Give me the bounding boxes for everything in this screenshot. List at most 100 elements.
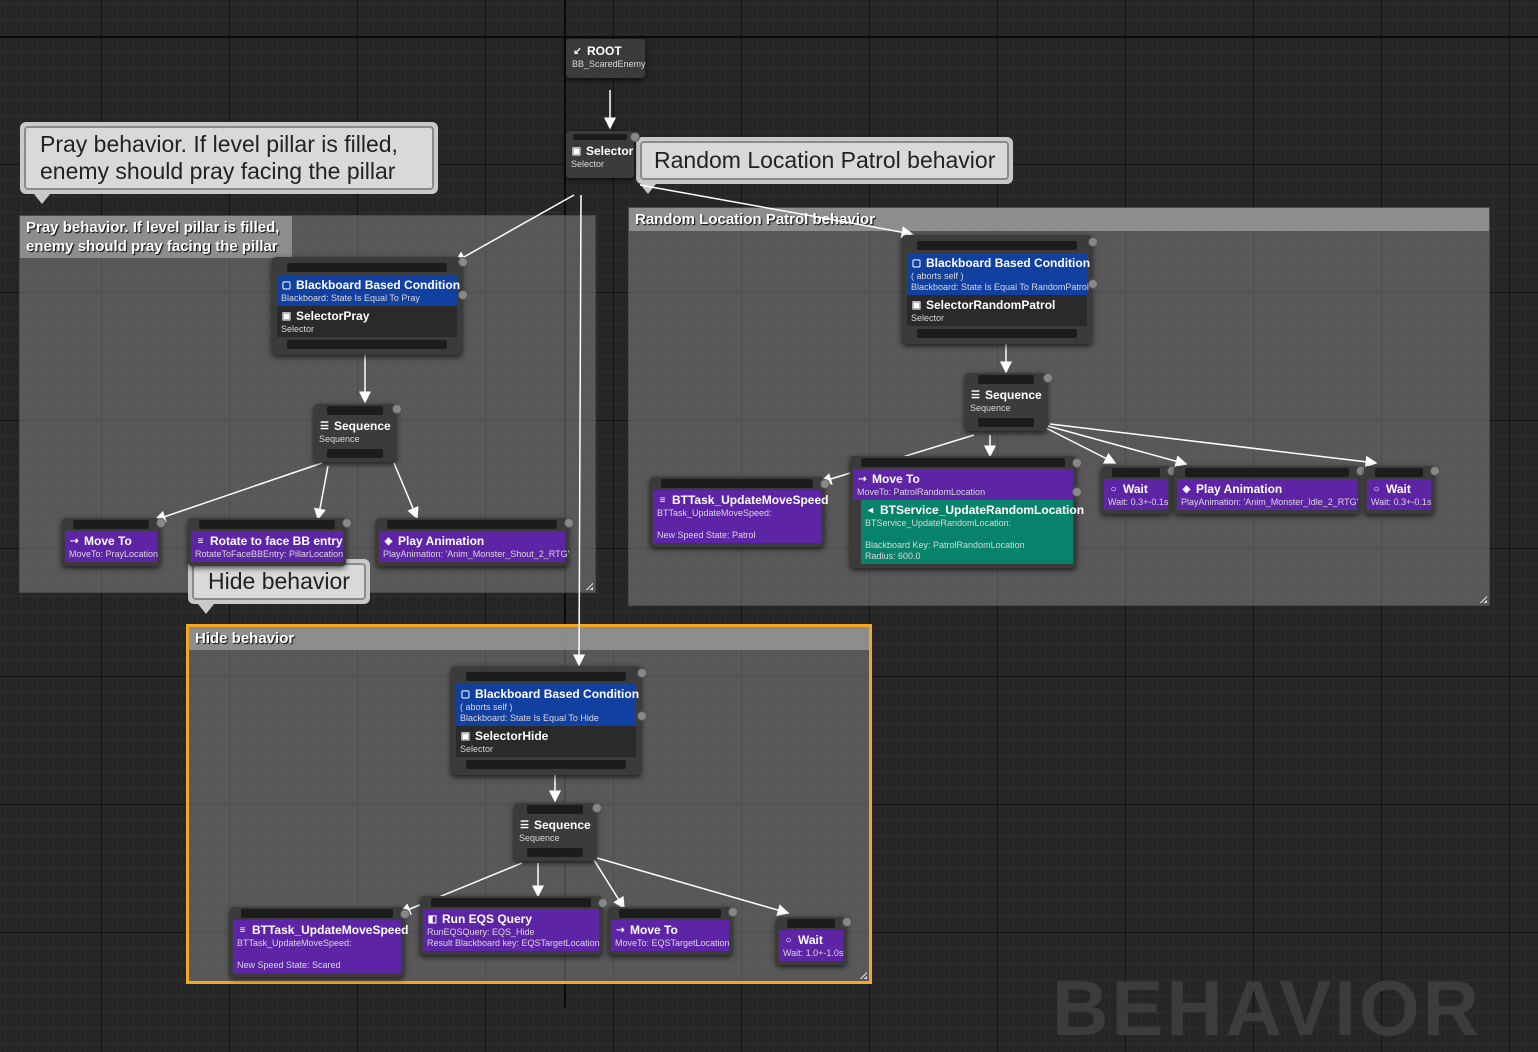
bubble-tail xyxy=(34,194,50,204)
decorator-blackboard-condition[interactable]: ▢Blackboard Based Condition ( aborts sel… xyxy=(907,253,1090,295)
task-wait[interactable]: ○Wait Wait: 1.0+-1.0s xyxy=(779,930,843,961)
composite-selector[interactable]: ▣SelectorPray Selector xyxy=(277,306,457,337)
comment-title-hide[interactable]: Hide behavior xyxy=(189,627,869,650)
selector-node[interactable]: ▣Selector Selector xyxy=(566,131,640,178)
grid-axis-horizontal xyxy=(0,36,1538,38)
output-pin[interactable] xyxy=(527,848,583,857)
task-title: Run EQS Query xyxy=(442,912,533,926)
comment-bubble-patrol[interactable]: Random Location Patrol behavior xyxy=(636,137,1014,194)
comment-title-patrol[interactable]: Random Location Patrol behavior xyxy=(629,208,1489,231)
composite-subtitle: Selector xyxy=(281,324,315,334)
root-icon: ↙ xyxy=(573,46,582,57)
input-pin[interactable] xyxy=(1112,468,1160,477)
task-moveto[interactable]: ⇢Move To MoveTo: PrayLocation xyxy=(65,531,159,562)
task-update-move-speed[interactable]: ≡BTTask_UpdateMoveSpeed BTTask_UpdateMov… xyxy=(233,920,409,973)
pray-moveto-node[interactable]: ⇢Move To MoveTo: PrayLocation xyxy=(62,518,166,566)
patrol-wait2-node[interactable]: ○Wait Wait: 0.3+-0.1s xyxy=(1364,466,1440,514)
patrol-wait1-node[interactable]: ○Wait Wait: 0.3+-0.1s xyxy=(1101,466,1177,514)
decorator-subtitle: Blackboard: State Is Equal To Pray xyxy=(281,293,420,303)
task-update-move-speed[interactable]: ≡BTTask_UpdateMoveSpeed BTTask_UpdateMov… xyxy=(653,490,829,543)
input-pin[interactable] xyxy=(466,672,626,681)
input-pin[interactable] xyxy=(1185,468,1349,477)
resize-handle[interactable] xyxy=(585,582,593,590)
hide-selector-node[interactable]: ▢Blackboard Based Condition ( aborts sel… xyxy=(451,666,647,775)
resize-handle[interactable] xyxy=(1479,595,1487,603)
hide-moveto-node[interactable]: ⇢Move To MoveTo: EQSTargetLocation xyxy=(608,907,738,955)
task-play-animation[interactable]: ◈Play Animation PlayAnimation: 'Anim_Mon… xyxy=(1177,479,1358,510)
input-pin[interactable] xyxy=(787,919,835,928)
selector-block: ▣Selector Selector xyxy=(569,142,633,172)
composite-subtitle: Selector xyxy=(911,313,945,323)
task-play-animation[interactable]: ◈Play Animation PlayAnimation: 'Anim_Mon… xyxy=(379,531,569,562)
composite-title: SelectorRandomPatrol xyxy=(926,298,1056,312)
output-pin[interactable] xyxy=(978,418,1034,427)
root-node[interactable]: ↙ROOT BB_ScaredEnemy xyxy=(566,39,646,78)
decorator-icon: ▢ xyxy=(281,280,292,291)
sequence-icon: ☰ xyxy=(320,421,329,432)
composite-selector[interactable]: ▣SelectorHide Selector xyxy=(456,726,636,757)
output-pin[interactable] xyxy=(917,329,1077,338)
comment-title-pray[interactable]: Pray behavior. If level pillar is filled… xyxy=(20,216,292,258)
input-pin[interactable] xyxy=(431,898,591,907)
pray-sequence-node[interactable]: ☰Sequence Sequence xyxy=(314,404,402,462)
input-pin[interactable] xyxy=(387,520,557,529)
input-pin[interactable] xyxy=(73,520,149,529)
pray-anim-node[interactable]: ◈Play Animation PlayAnimation: 'Anim_Mon… xyxy=(376,518,574,566)
task-wait[interactable]: ○Wait Wait: 0.3+-0.1s xyxy=(1367,479,1431,510)
output-pin[interactable] xyxy=(287,340,447,349)
task-wait[interactable]: ○Wait Wait: 0.3+-0.1s xyxy=(1104,479,1168,510)
patrol-anim-node[interactable]: ◈Play Animation PlayAnimation: 'Anim_Mon… xyxy=(1174,466,1366,514)
pray-selector-node[interactable]: ▢Blackboard Based Condition Blackboard: … xyxy=(272,257,468,355)
task-moveto[interactable]: ⇢Move To MoveTo: PatrolRandomLocation xyxy=(853,469,1073,500)
input-pin[interactable] xyxy=(619,909,721,918)
hide-speed-node[interactable]: ≡BTTask_UpdateMoveSpeed BTTask_UpdateMov… xyxy=(230,907,410,977)
input-pin[interactable] xyxy=(661,479,813,488)
composite-selector[interactable]: ▣SelectorRandomPatrol Selector xyxy=(907,295,1087,326)
task-subtitle: MoveTo: EQSTargetLocation xyxy=(615,938,730,948)
node-index-badge xyxy=(637,711,647,721)
input-pin[interactable] xyxy=(573,134,627,140)
comment-bubble-hide[interactable]: Hide behavior xyxy=(188,559,370,614)
service-update-random-location[interactable]: ◂BTService_UpdateRandomLocation BTServic… xyxy=(861,500,1084,564)
input-pin[interactable] xyxy=(978,375,1034,384)
input-pin[interactable] xyxy=(327,406,383,415)
patrol-selector-node[interactable]: ▢Blackboard Based Condition ( aborts sel… xyxy=(902,235,1098,344)
decorator-blackboard-condition[interactable]: ▢Blackboard Based Condition ( aborts sel… xyxy=(456,684,639,726)
hide-sequence-node[interactable]: ☰Sequence Sequence xyxy=(514,803,602,861)
input-pin[interactable] xyxy=(287,263,447,272)
task-moveto[interactable]: ⇢Move To MoveTo: EQSTargetLocation xyxy=(611,920,730,951)
decorator-blackboard-condition[interactable]: ▢Blackboard Based Condition Blackboard: … xyxy=(277,275,460,306)
input-pin[interactable] xyxy=(241,909,393,918)
comment-bubble-pray[interactable]: Pray behavior. If level pillar is filled… xyxy=(20,122,438,204)
sequence-title: Sequence xyxy=(534,818,591,832)
selector-icon: ▣ xyxy=(281,311,292,322)
hide-eqs-node[interactable]: ◧Run EQS Query RunEQSQuery: EQS_Hide Res… xyxy=(420,896,608,955)
sequence-subtitle: Sequence xyxy=(970,403,1011,413)
animation-icon: ◈ xyxy=(384,536,393,547)
task-rotate[interactable]: ≡Rotate to face BB entry RotateToFaceBBE… xyxy=(191,531,343,562)
service-title: BTService_UpdateRandomLocation xyxy=(880,503,1085,517)
task-subtitle: BTTask_UpdateMoveSpeed: xyxy=(657,508,772,518)
task-subtitle: MoveTo: PrayLocation xyxy=(69,549,159,559)
patrol-speed-node[interactable]: ≡BTTask_UpdateMoveSpeed BTTask_UpdateMov… xyxy=(650,477,830,547)
task-detail: Result Blackboard key: EQSTargetLocation xyxy=(427,938,600,948)
input-pin[interactable] xyxy=(917,241,1077,250)
input-pin[interactable] xyxy=(527,805,583,814)
task-title: Wait xyxy=(1123,482,1148,496)
resize-handle[interactable] xyxy=(859,971,867,979)
task-subtitle: RunEQSQuery: EQS_Hide xyxy=(427,927,535,937)
service-icon: ◂ xyxy=(867,505,874,516)
pray-rotate-node[interactable]: ≡Rotate to face BB entry RotateToFaceBBE… xyxy=(188,518,352,566)
task-title: BTTask_UpdateMoveSpeed xyxy=(252,923,409,937)
task-run-eqs-query[interactable]: ◧Run EQS Query RunEQSQuery: EQS_Hide Res… xyxy=(423,909,600,951)
input-pin[interactable] xyxy=(199,520,335,529)
decorator-icon: ▢ xyxy=(911,258,922,269)
node-index-badge xyxy=(842,917,852,927)
input-pin[interactable] xyxy=(861,458,1065,467)
patrol-sequence-node[interactable]: ☰Sequence Sequence xyxy=(965,373,1053,431)
output-pin[interactable] xyxy=(327,449,383,458)
hide-wait-node[interactable]: ○Wait Wait: 1.0+-1.0s xyxy=(776,917,852,965)
output-pin[interactable] xyxy=(466,760,626,769)
input-pin[interactable] xyxy=(1375,468,1423,477)
patrol-moveto-node[interactable]: ⇢Move To MoveTo: PatrolRandomLocation ◂ B… xyxy=(850,456,1084,568)
